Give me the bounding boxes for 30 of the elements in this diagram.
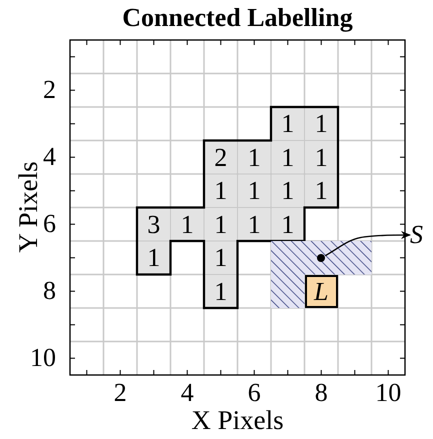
arrow [324, 231, 411, 256]
axis-tick-label: 2 [42, 75, 56, 106]
labelled-pixel: 1 [238, 141, 270, 174]
labelled-pixel: 1 [238, 174, 270, 207]
labelled-pixel: 1 [305, 141, 338, 174]
labelled-pixel: 1 [272, 108, 304, 140]
labelled-pixel: 1 [204, 174, 237, 207]
labelled-pixel: 1 [171, 208, 204, 240]
labelled-pixel: 1 [272, 208, 304, 240]
axis-tick-label: 8 [314, 378, 329, 408]
highlighted-pixel: L [304, 274, 338, 308]
labelled-pixel: 1 [204, 242, 237, 274]
hatched-region [271, 241, 372, 308]
labelled-pixel: 1 [305, 108, 338, 140]
axis-tick-label: 8 [42, 276, 56, 306]
labelled-pixel: 1 [204, 208, 237, 240]
labelled-pixel: 3 [138, 208, 170, 240]
chart-title: Connected Labelling [121, 2, 354, 34]
labelled-pixel: 1 [204, 275, 237, 308]
labelled-pixel: 1 [272, 174, 304, 207]
axis-tick-label: 2 [112, 378, 128, 408]
labelled-pixel: 1 [138, 242, 170, 274]
axis-tick-label: 10 [29, 343, 56, 374]
axis-tick-label: 10 [374, 378, 402, 408]
set-symbol: S [410, 220, 430, 250]
labelled-pixel: 1 [238, 208, 270, 240]
axis-title: Y Pixels [12, 160, 44, 255]
labelled-pixel: 2 [204, 141, 237, 174]
labelled-pixel: 1 [305, 174, 338, 207]
labelled-pixel: 1 [272, 141, 304, 174]
